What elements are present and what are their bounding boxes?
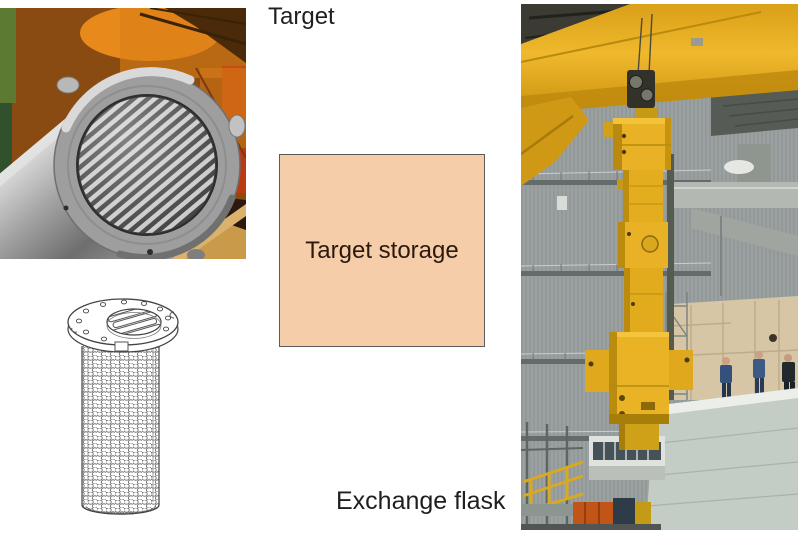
target-storage-box: Target storage — [279, 154, 485, 347]
exchange-flask-photo — [521, 4, 798, 530]
container — [635, 502, 651, 530]
rim-lug — [187, 249, 205, 259]
target-rod-bundle — [79, 97, 215, 233]
exchange-flask — [585, 108, 693, 450]
target-photo-scene — [0, 8, 246, 259]
bolt-holes — [75, 299, 172, 342]
worker — [720, 357, 732, 401]
perforated-cylinder — [81, 346, 160, 515]
concrete-shield-blocks — [665, 292, 798, 400]
target-photo — [0, 8, 246, 259]
top-flange — [67, 298, 179, 353]
hall-scene — [521, 4, 798, 530]
crane-girder-near — [521, 97, 589, 186]
container — [613, 498, 635, 530]
drawing-scene — [67, 298, 179, 515]
guide-post — [667, 154, 674, 400]
target-drawing — [67, 298, 179, 515]
target-storage-label: Target storage — [305, 236, 459, 264]
rim-lug — [56, 76, 80, 94]
target-face — [53, 67, 241, 259]
exchange-flask-label: Exchange flask — [336, 487, 506, 515]
worker — [753, 351, 765, 400]
rim-lug — [228, 114, 246, 138]
green-structure — [0, 8, 16, 103]
ventilation-ducts — [671, 84, 798, 296]
hoist-hook — [627, 13, 655, 117]
target-label: Target — [268, 3, 335, 30]
